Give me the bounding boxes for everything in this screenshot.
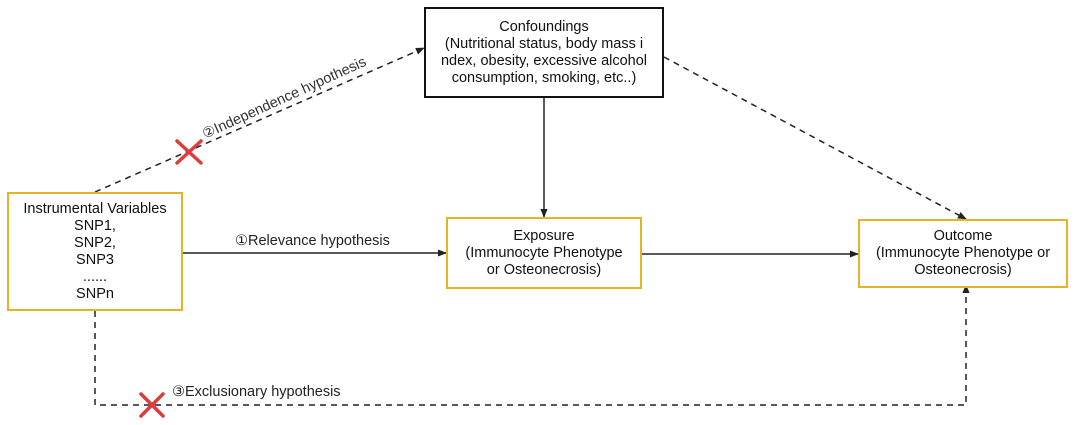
instrumental-variables-title: Instrumental Variables — [23, 200, 167, 217]
snp-item: SNP1, — [74, 217, 116, 234]
snp-item: SNP3 — [76, 251, 114, 268]
snp-ellipsis: ...... — [82, 268, 108, 285]
exposure-box: Exposure (Immunocyte Phenotype or Osteon… — [446, 217, 642, 289]
outcome-title: Outcome — [933, 228, 993, 244]
outcome-line: Osteonecrosis) — [914, 262, 1012, 278]
confounders-line: (Nutritional status, body mass i — [444, 35, 644, 52]
exposure-line: or Osteonecrosis) — [486, 261, 602, 278]
confounders-line: ndex, obesity, excessive alcohol — [440, 52, 648, 69]
exclusion-cross-mark — [139, 392, 165, 418]
independence-cross-mark — [175, 139, 203, 165]
exclusion-edge — [94, 284, 970, 406]
confounders-line: consumption, smoking, etc..) — [451, 69, 637, 86]
outcome-box: Outcome (Immunocyte Phenotype or Osteone… — [858, 219, 1068, 288]
outcome-line: (Immunocyte Phenotype or — [875, 245, 1051, 261]
exclusionary-hypothesis-label: ③Exclusionary hypothesis — [172, 384, 341, 400]
snp-item: SNPn — [76, 285, 114, 302]
exposure-line: (Immunocyte Phenotype — [465, 244, 623, 261]
confounders-box: Confoundings (Nutritional status, body m… — [424, 7, 664, 98]
relevance-hypothesis-label: ①Relevance hypothesis — [235, 233, 390, 249]
confounders-title: Confoundings — [499, 18, 589, 35]
instrumental-variables-box: Instrumental Variables SNP1, SNP2, SNP3 … — [7, 192, 183, 311]
exposure-title: Exposure — [513, 227, 575, 244]
independence-edge — [94, 47, 425, 193]
snp-item: SNP2, — [74, 234, 116, 251]
confounder-to-outcome-edge — [663, 56, 967, 220]
